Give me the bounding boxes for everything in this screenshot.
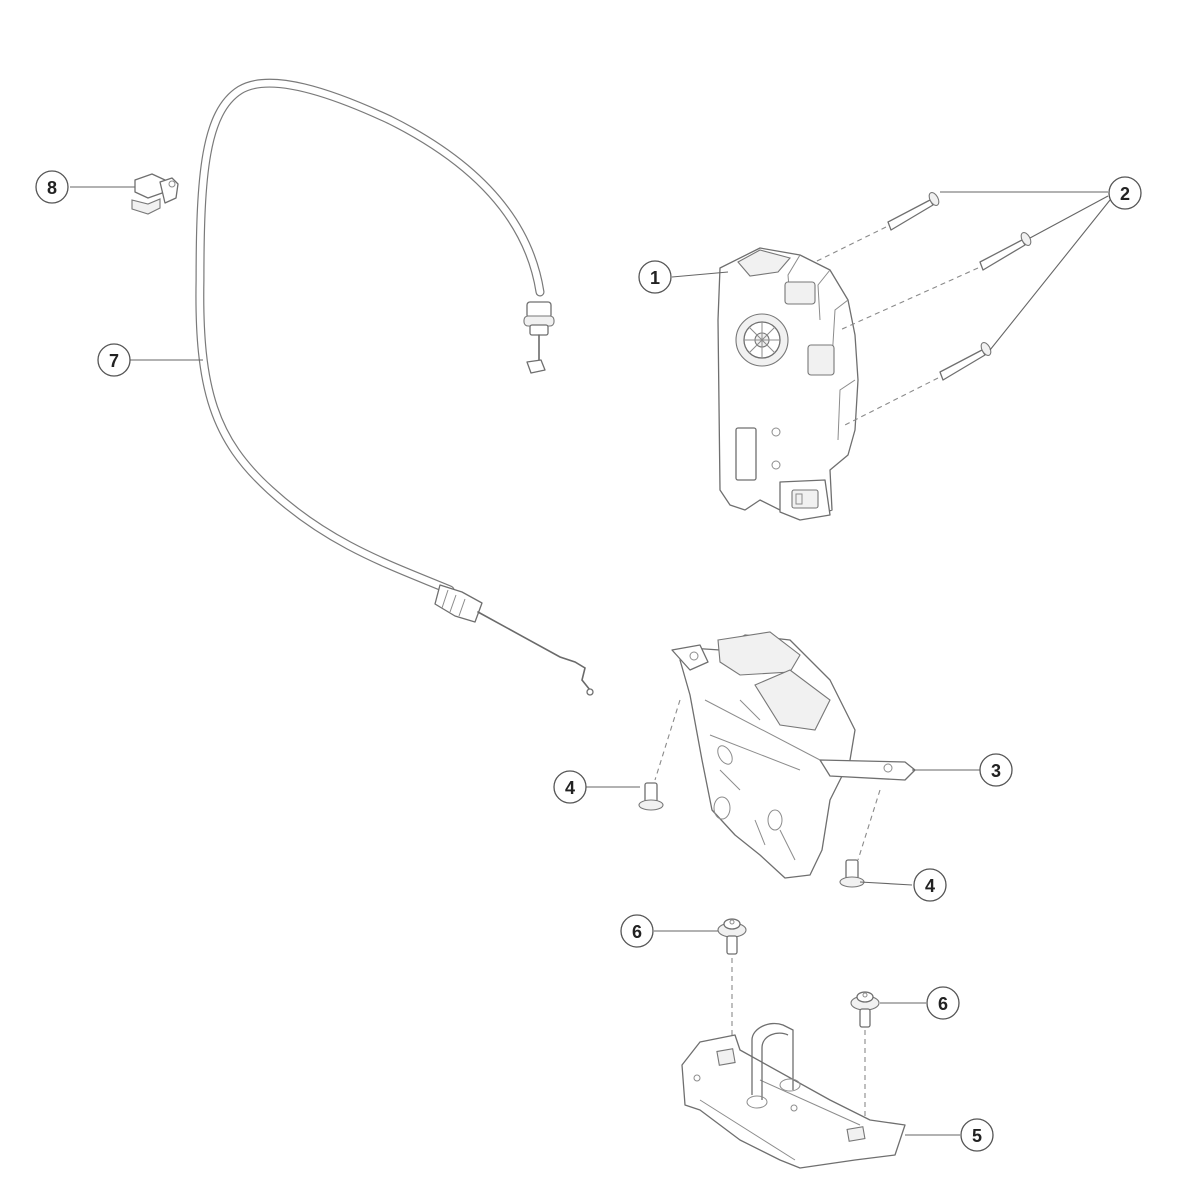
callout-5[interactable]: 5 xyxy=(960,1118,994,1152)
latch-bolt-left xyxy=(638,782,664,811)
callout-label: 1 xyxy=(650,268,660,288)
callout-4-left[interactable]: 4 xyxy=(553,770,587,804)
screw-middle xyxy=(979,231,1032,271)
latch-assembly xyxy=(654,631,916,879)
callout-label: 7 xyxy=(109,351,119,371)
callout-label: 3 xyxy=(991,761,1001,781)
actuator-motor xyxy=(717,247,859,521)
callout-label: 5 xyxy=(972,1126,982,1146)
callout-6-right[interactable]: 6 xyxy=(926,986,960,1020)
screw-top xyxy=(887,191,940,231)
callout-label: 4 xyxy=(565,778,575,798)
callout-label: 8 xyxy=(47,178,57,198)
striker-plate xyxy=(681,1022,906,1169)
callout-8[interactable]: 8 xyxy=(35,170,69,204)
callout-label: 6 xyxy=(632,922,642,942)
screw-bottom xyxy=(939,341,992,381)
callout-label: 4 xyxy=(925,876,935,896)
cable-clip xyxy=(131,173,179,215)
flange-bolt-right xyxy=(850,991,880,1120)
actuator-screws xyxy=(814,191,1032,426)
callout-6-left[interactable]: 6 xyxy=(620,914,654,948)
callout-label: 6 xyxy=(938,994,948,1014)
release-cable xyxy=(195,78,594,696)
callout-1[interactable]: 1 xyxy=(638,260,672,294)
leader-lines xyxy=(70,186,1111,1136)
flange-bolt-left xyxy=(717,918,747,1035)
latch-bolt-right xyxy=(839,859,865,888)
callout-7[interactable]: 7 xyxy=(97,343,131,377)
callout-4-right[interactable]: 4 xyxy=(913,868,947,902)
callout-2[interactable]: 2 xyxy=(1108,176,1142,210)
callout-label: 2 xyxy=(1120,184,1130,204)
callout-3[interactable]: 3 xyxy=(979,753,1013,787)
